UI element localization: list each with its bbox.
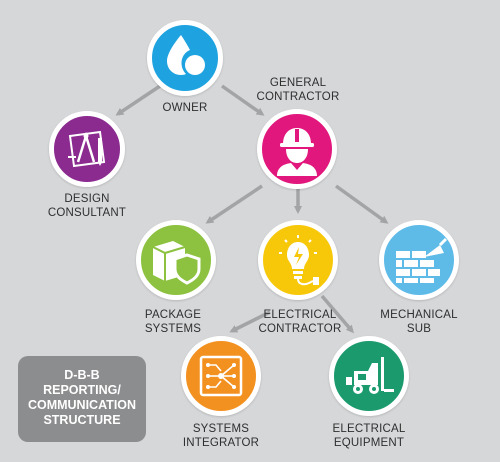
circuit-board-icon [199,355,243,397]
legend-line: COMMUNICATION [27,398,137,412]
legend-box: D-B-B REPORTING/ COMMUNICATION STRUCTURE [18,356,146,442]
arrow-owner-to-gc [220,84,265,116]
legend-line: STRUCTURE [43,413,121,427]
worker-hardhat-icon [277,128,317,176]
package-shield-icon [152,241,201,285]
legend-line: REPORTING/ [43,383,121,397]
legend-line: D-B-B [64,368,100,382]
systems-integrator-node [181,336,261,416]
mechanical-sub-label: MECHANICAL SUB [380,309,458,335]
systems-integrator-label: SYSTEMS INTEGRATOR [182,423,260,449]
arrow-ec-to-equipment [320,294,354,334]
arrow-ec-to-integrator [229,310,271,333]
electrical-contractor-node [258,220,338,300]
package-systems-label: PACKAGE SYSTEMS [144,309,202,335]
electrical-contractor-label: ELECTRICAL CONTRACTOR [258,309,342,335]
owner-node [147,20,223,96]
design-consultant-node [49,111,125,187]
owner-label: OWNER [162,102,208,114]
general-contractor-node [257,109,337,189]
brick-wall-trowel-icon [396,237,448,283]
water-drops-icon [167,35,205,75]
lightbulb-plug-icon [279,235,319,286]
general-contractor-label: GENERAL CONTRACTOR [256,77,340,103]
mechanical-sub-node [379,220,459,300]
electrical-equipment-label: ELECTRICAL EQUIPMENT [332,423,406,449]
arrow-gc-to-mechanical [334,184,389,224]
package-systems-node [136,220,216,300]
arrow-gc-to-package [205,184,263,224]
forklift-icon [346,357,394,394]
arrow-owner-to-design [115,84,161,116]
design-consultant-label: DESIGN CONSULTANT [47,193,127,219]
drafting-tools-icon [68,130,106,168]
electrical-equipment-node [329,336,409,416]
